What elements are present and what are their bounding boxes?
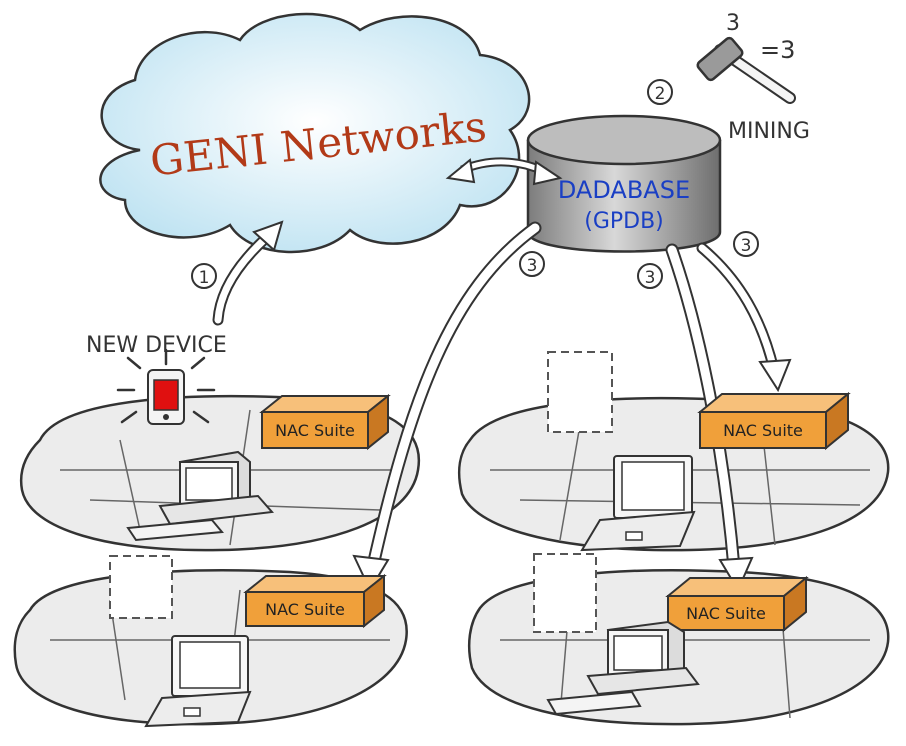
mining-equals-mark: =3	[760, 36, 795, 64]
step-3-label-right: 3	[741, 236, 752, 256]
step-3-marker-right: 3	[733, 231, 759, 257]
dashed-link-right-top	[547, 351, 613, 433]
laptop-computer-icon	[144, 635, 252, 728]
nac-box-top-left: NAC Suite	[259, 393, 391, 451]
nac-box-bottom-right: NAC Suite	[665, 575, 809, 633]
arrow-db-to-nac-bottom-right	[665, 243, 754, 593]
step-1-marker: 1	[191, 263, 217, 289]
arrow-db-to-nac-top-right	[696, 242, 792, 393]
nac-label-bottom-right: NAC Suite	[686, 604, 766, 623]
database-cylinder	[526, 114, 722, 253]
dashed-link-right-bottom	[533, 553, 597, 633]
dashed-link-left	[109, 555, 173, 619]
phone-signal-rays	[116, 348, 216, 424]
step-3-label-left: 3	[527, 256, 538, 276]
mining-hammer-icon	[696, 36, 796, 104]
new-device-label: NEW DEVICE	[86, 333, 227, 358]
desktop-computer-icon	[126, 450, 275, 542]
nac-box-top-right: NAC Suite	[697, 391, 851, 451]
mining-annotation-mark: 3	[726, 11, 740, 36]
step-1-label: 1	[199, 268, 210, 288]
nac-box-bottom-left: NAC Suite	[243, 573, 387, 629]
database-label-line1: DADABASE	[558, 176, 690, 204]
nac-label-top-right: NAC Suite	[723, 421, 803, 440]
step-2-label: 2	[655, 84, 666, 104]
step-3-label-middle: 3	[645, 268, 656, 288]
geni-cloud	[99, 12, 531, 254]
nac-label-top-left: NAC Suite	[275, 421, 355, 440]
step-2-marker: 2	[647, 79, 673, 105]
cloud-db-double-arrow	[445, 157, 563, 186]
laptop-computer-icon	[580, 455, 696, 552]
phone-icon	[147, 369, 185, 425]
arrow-device-to-cloud	[212, 220, 284, 326]
nac-label-bottom-left: NAC Suite	[265, 600, 345, 619]
mining-label: MINING	[728, 119, 810, 144]
step-3-marker-middle: 3	[637, 263, 663, 289]
desktop-computer-icon	[546, 620, 700, 716]
database-label-line2: (GPDB)	[584, 209, 664, 234]
step-3-marker-left: 3	[519, 251, 545, 277]
